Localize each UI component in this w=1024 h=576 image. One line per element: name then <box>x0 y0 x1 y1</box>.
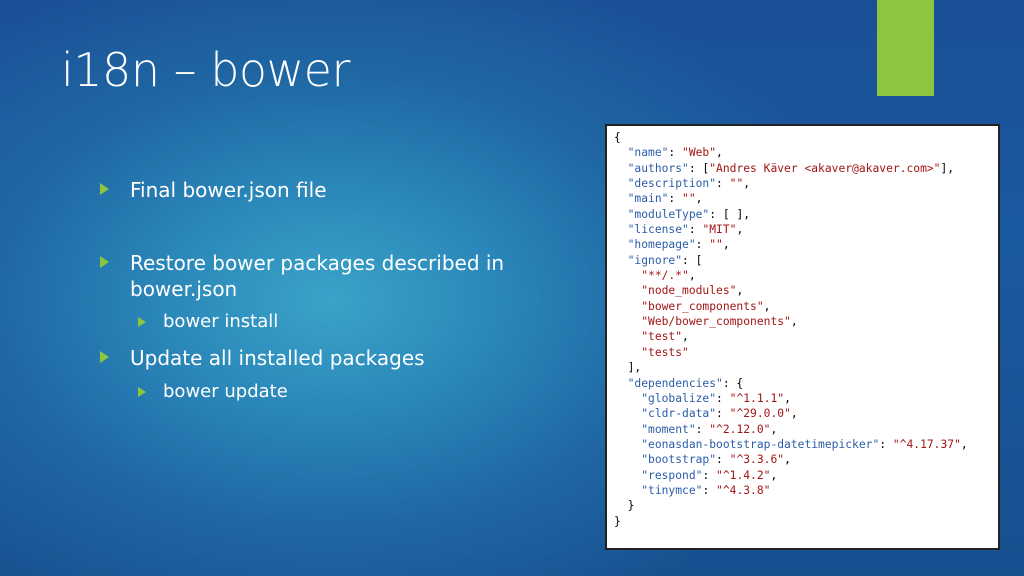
code-line: "license": "MIT", <box>627 223 744 237</box>
code-line: "tests" <box>641 345 689 359</box>
code-line: "homepage": "", <box>627 238 730 252</box>
code-line: "eonasdan-bootstrap-datetimepicker": "^4… <box>641 437 968 451</box>
code-line: "Web/bower_components", <box>641 315 798 329</box>
code-line: "moduleType": [ ], <box>627 207 751 221</box>
code-line: "ignore": [ <box>627 253 703 267</box>
code-line: "**/.*", <box>641 269 696 283</box>
code-line: ], <box>614 361 642 375</box>
bullet-arrow-icon <box>100 183 109 195</box>
sub-bullet-item: bower update <box>138 381 288 403</box>
code-panel: { "name": "Web", "authors": ["Andres Käv… <box>605 124 1000 550</box>
code-line: "bootstrap": "^3.3.6", <box>641 453 791 467</box>
code-line: { <box>614 131 621 144</box>
code-line: "globalize": "^1.1.1", <box>641 391 791 405</box>
code-line: "dependencies": { <box>627 376 744 390</box>
code-line: "bower_components", <box>641 299 771 313</box>
bullet-arrow-icon <box>100 351 109 363</box>
sub-bullet-text: bower install <box>163 311 279 332</box>
code-line: "moment": "^2.12.0", <box>641 422 778 436</box>
accent-bar <box>877 0 934 96</box>
bullet-arrow-icon <box>138 317 146 327</box>
bullet-text: Final bower.json file <box>130 178 327 202</box>
sub-bullet-item: bower install <box>138 311 278 333</box>
code-line: "name": "Web", <box>627 146 723 160</box>
code-line: } <box>614 499 635 513</box>
code-line: "authors": ["Andres Käver <akaver@akaver… <box>627 161 955 175</box>
bullet-arrow-icon <box>100 256 109 268</box>
code-line: "test", <box>641 330 689 344</box>
sub-bullet-text: bower update <box>163 381 288 402</box>
code-line: } <box>614 514 621 528</box>
bullet-item: Restore bower packages described in bowe… <box>100 250 540 302</box>
code-line: "node_modules", <box>641 284 744 298</box>
bullet-item: Final bower.json file <box>100 177 327 203</box>
code-line: "respond": "^1.4.2", <box>641 468 778 482</box>
code-line: "main": "", <box>627 192 703 206</box>
code-line: "tinymce": "^4.3.8" <box>641 483 771 497</box>
slide-title: i18n – bower <box>61 43 350 97</box>
code-line: "cldr-data": "^29.0.0", <box>641 407 798 421</box>
bullet-text: Update all installed packages <box>130 346 425 370</box>
bullet-item: Update all installed packages <box>100 345 425 371</box>
code-line: "description": "", <box>627 177 751 191</box>
bullet-arrow-icon <box>138 387 146 397</box>
bower-json-code: { "name": "Web", "authors": ["Andres Käv… <box>614 130 998 529</box>
bullet-text: Restore bower packages described in bowe… <box>130 251 505 301</box>
